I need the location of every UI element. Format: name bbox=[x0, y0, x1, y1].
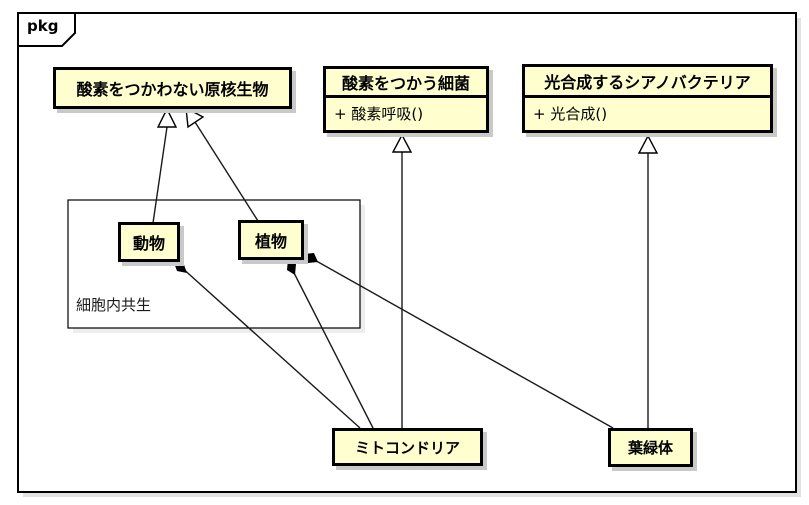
group-label: 細胞内共生 bbox=[76, 296, 152, 314]
triangle-arrow-anaerobe-right bbox=[185, 106, 205, 129]
diamond-animal bbox=[173, 260, 187, 273]
edges bbox=[152, 121, 649, 429]
class-cyano-title: 光合成するシアノバクテリア bbox=[544, 73, 751, 92]
package-tab bbox=[17, 12, 76, 47]
edge-plant-chloro-composition bbox=[310, 257, 614, 429]
edge-animal-mito-composition bbox=[179, 265, 361, 429]
class-plant: 植物 bbox=[238, 220, 304, 260]
class-mito-title: ミトコンドリア bbox=[354, 438, 460, 457]
class-anaerobe-title: 酸素をつかわない原核生物 bbox=[76, 80, 269, 99]
edge-plant-to-anaerobe bbox=[194, 121, 259, 222]
edge-animal-to-anaerobe bbox=[152, 126, 168, 224]
class-plant-title: 植物 bbox=[254, 232, 287, 251]
class-anaerobe: 酸素をつかわない原核生物 bbox=[53, 67, 292, 109]
edge-plant-mito-composition bbox=[290, 266, 374, 429]
class-animal-title: 動物 bbox=[132, 234, 165, 253]
triangle-arrow-aerobe bbox=[391, 133, 413, 153]
composition-diamonds bbox=[173, 253, 318, 275]
triangle-arrow-anaerobe-left bbox=[156, 107, 178, 128]
class-aerobe-method: + 酸素呼吸() bbox=[326, 95, 486, 130]
package-tab-label: pkg bbox=[27, 17, 59, 35]
class-cyano: 光合成するシアノバクテリア + 光合成() bbox=[522, 64, 773, 133]
class-mito: ミトコンドリア bbox=[332, 428, 483, 466]
class-aerobe: 酸素をつかう細菌 + 酸素呼吸() bbox=[323, 66, 489, 133]
diamond-plant-bottom bbox=[287, 259, 296, 275]
triangle-arrow-cyano bbox=[637, 134, 659, 154]
class-aerobe-title: 酸素をつかう細菌 bbox=[341, 74, 470, 93]
class-chloro: 葉緑体 bbox=[608, 428, 693, 467]
class-animal: 動物 bbox=[118, 222, 180, 262]
diamond-plant-right bbox=[304, 253, 318, 263]
generalization-arrowheads bbox=[156, 106, 659, 154]
class-chloro-title: 葉緑体 bbox=[627, 439, 673, 457]
class-cyano-method: + 光合成() bbox=[525, 95, 770, 130]
